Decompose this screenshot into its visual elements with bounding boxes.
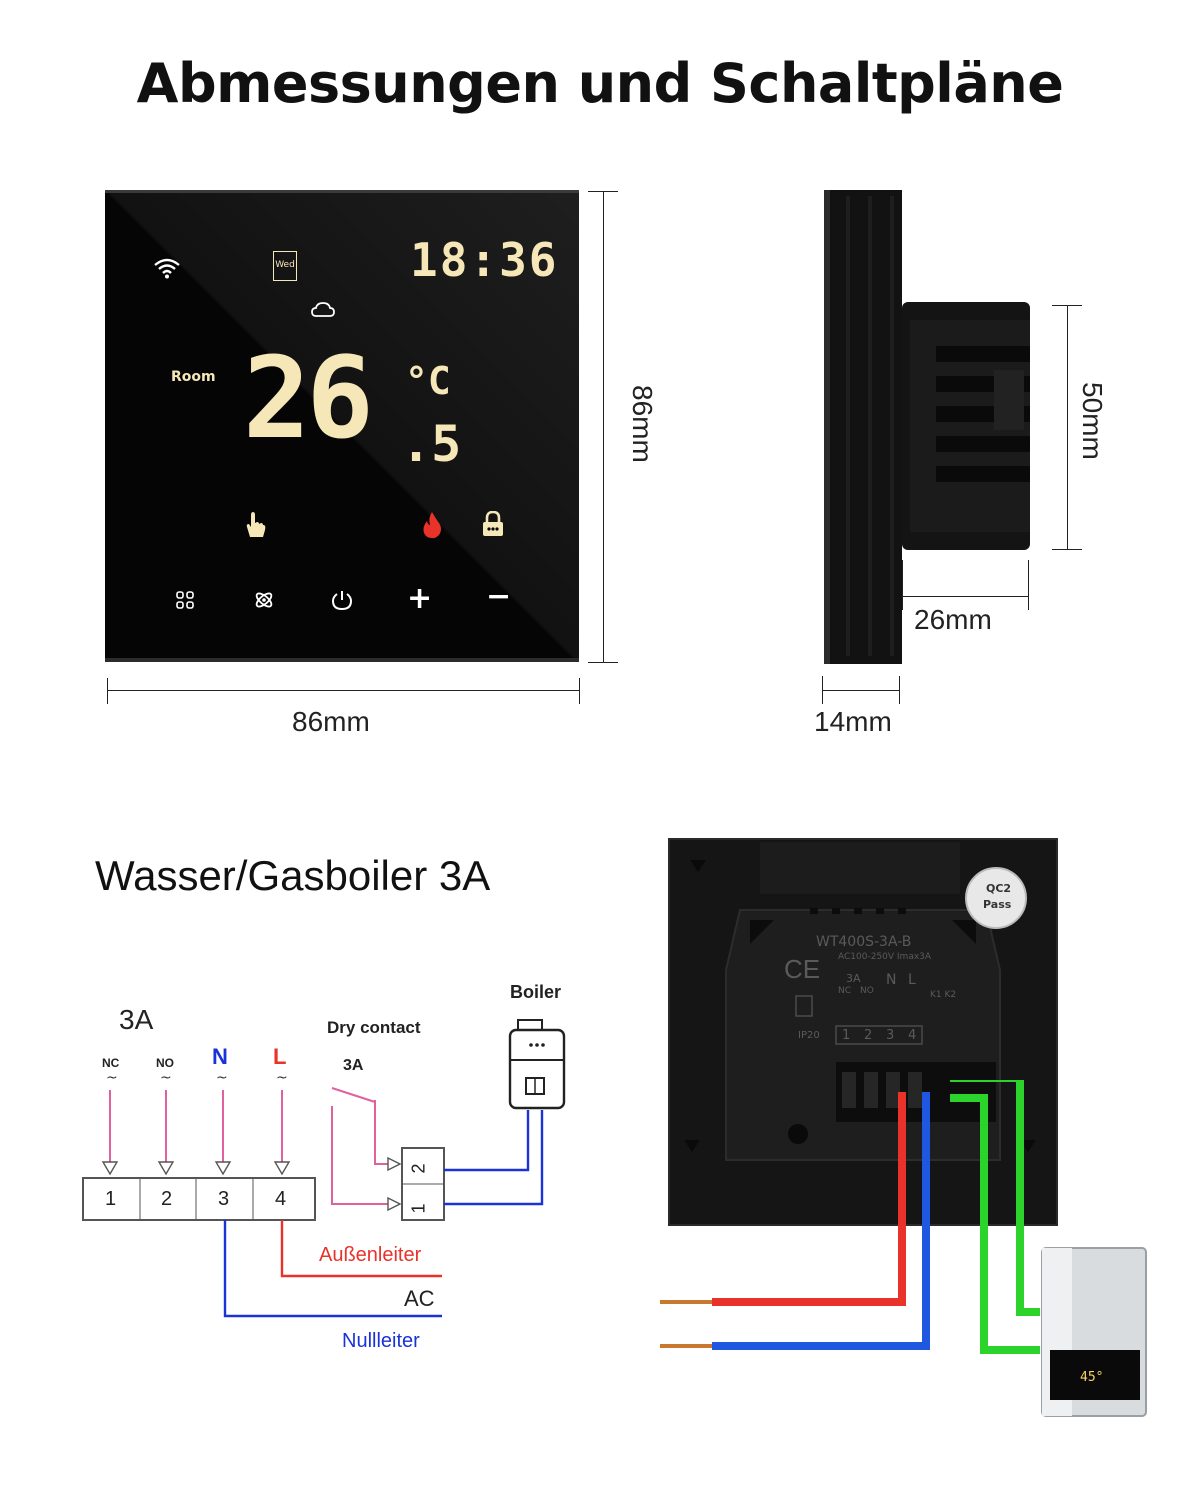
front-height-label: 86mm [627,385,658,463]
wifi-icon [154,258,180,279]
dry-contact-terminal: 1 [408,1203,429,1214]
back-terminal-no: NO [860,986,874,996]
temperature-decimal: .5 [401,415,462,473]
qc-sticker-line2: Pass [983,898,1012,911]
thermostat-side-view [824,190,1030,664]
dry-contact-terminal: 2 [408,1163,429,1174]
width-dimension-line [107,690,579,691]
svg-text:~: ~ [276,1070,288,1086]
live-label: Außenleiter [319,1244,422,1266]
flame-icon [423,512,441,539]
terminal-number: 1 [105,1188,117,1210]
ip-rating: IP20 [798,1030,820,1041]
thermostat-back-panel: WT400S-3A-B AC100-250V Imax3A CE IP20 3A… [668,838,1058,1226]
side-height-label: 50mm [1077,382,1108,460]
minus-icon[interactable]: − [486,579,512,614]
dry-contact-label: Dry contact [327,1018,421,1037]
back-terminal-number: 3 [886,1028,895,1043]
lock-icon[interactable] [481,511,505,537]
relay-labels: K1 K2 [930,990,957,1000]
terminal-label-l: L [273,1044,287,1069]
clock-display: 18:36 [410,233,559,287]
menu-icon[interactable] [176,591,194,609]
rating-label: 3A [119,1004,154,1035]
back-terminal-number: 2 [864,1028,873,1043]
wiring-photo [660,1080,1147,1417]
back-terminal-l: L [908,972,916,988]
back-terminal-nc: NC [838,986,852,996]
temperature-display: 26 [243,334,374,464]
svg-text:~: ~ [160,1070,172,1086]
depth-dimension-line [902,596,1028,597]
side-thickness-label: 14mm [814,706,892,737]
terminal-label-nc: NC [102,1056,120,1070]
plus-icon[interactable]: + [407,581,433,616]
ac-label: AC [404,1286,435,1311]
svg-text:~: ~ [216,1070,228,1086]
side-height-dimension-line [1067,305,1068,549]
terminal-label-no: NO [156,1056,174,1070]
cloud-icon [311,302,335,317]
back-terminal-number: 1 [842,1028,851,1043]
ce-mark: CE [784,954,821,984]
terminal-number: 4 [275,1188,287,1210]
neutral-label: Nullleiter [342,1330,420,1352]
qc-sticker-line1: QC2 [986,882,1012,895]
temperature-unit: °C [405,359,451,403]
wiring-schematic: ~ ~ ~ ~ [82,1019,566,1318]
thermostat-front-panel: Wed 18:36 Room 26 °C .5 + − [105,190,579,662]
terminal-number: 2 [161,1188,173,1210]
boiler-label: Boiler [510,982,562,1002]
wiring-title: Wasser/Gasboiler 3A [95,852,491,899]
fan-icon[interactable] [253,589,275,611]
dim-tick [588,662,618,663]
terminal-label-n: N [212,1044,228,1069]
dim-tick [1028,560,1029,610]
glass-reflection [105,193,579,658]
page-title: Abmessungen und Schaltpläne [136,52,1064,115]
dim-tick [1052,549,1082,550]
dim-tick [902,560,903,610]
front-width-label: 86mm [292,706,370,737]
power-icon[interactable] [331,589,353,611]
dim-tick [107,678,108,704]
dry-contact-rating: 3A [343,1057,364,1074]
dim-tick [899,676,900,704]
model-label: WT400S-3A-B [816,934,912,950]
svg-text:~: ~ [106,1070,118,1086]
back-terminal-number: 4 [908,1028,917,1043]
back-terminal-n: N [886,972,897,988]
electrical-rating: AC100-250V Imax3A [838,952,932,962]
back-panel-body [684,842,1036,1161]
hand-icon[interactable] [243,511,267,539]
side-depth-label: 26mm [914,604,992,635]
calendar-icon: Wed [273,251,297,281]
heater-display: 45° [1080,1370,1104,1385]
back-terminal-rating: 3A [846,972,861,985]
thickness-dimension-line [822,690,899,691]
room-label: Room [171,369,216,385]
terminal-number: 3 [218,1188,230,1210]
dim-tick [579,678,580,704]
height-dimension-line [603,191,604,662]
